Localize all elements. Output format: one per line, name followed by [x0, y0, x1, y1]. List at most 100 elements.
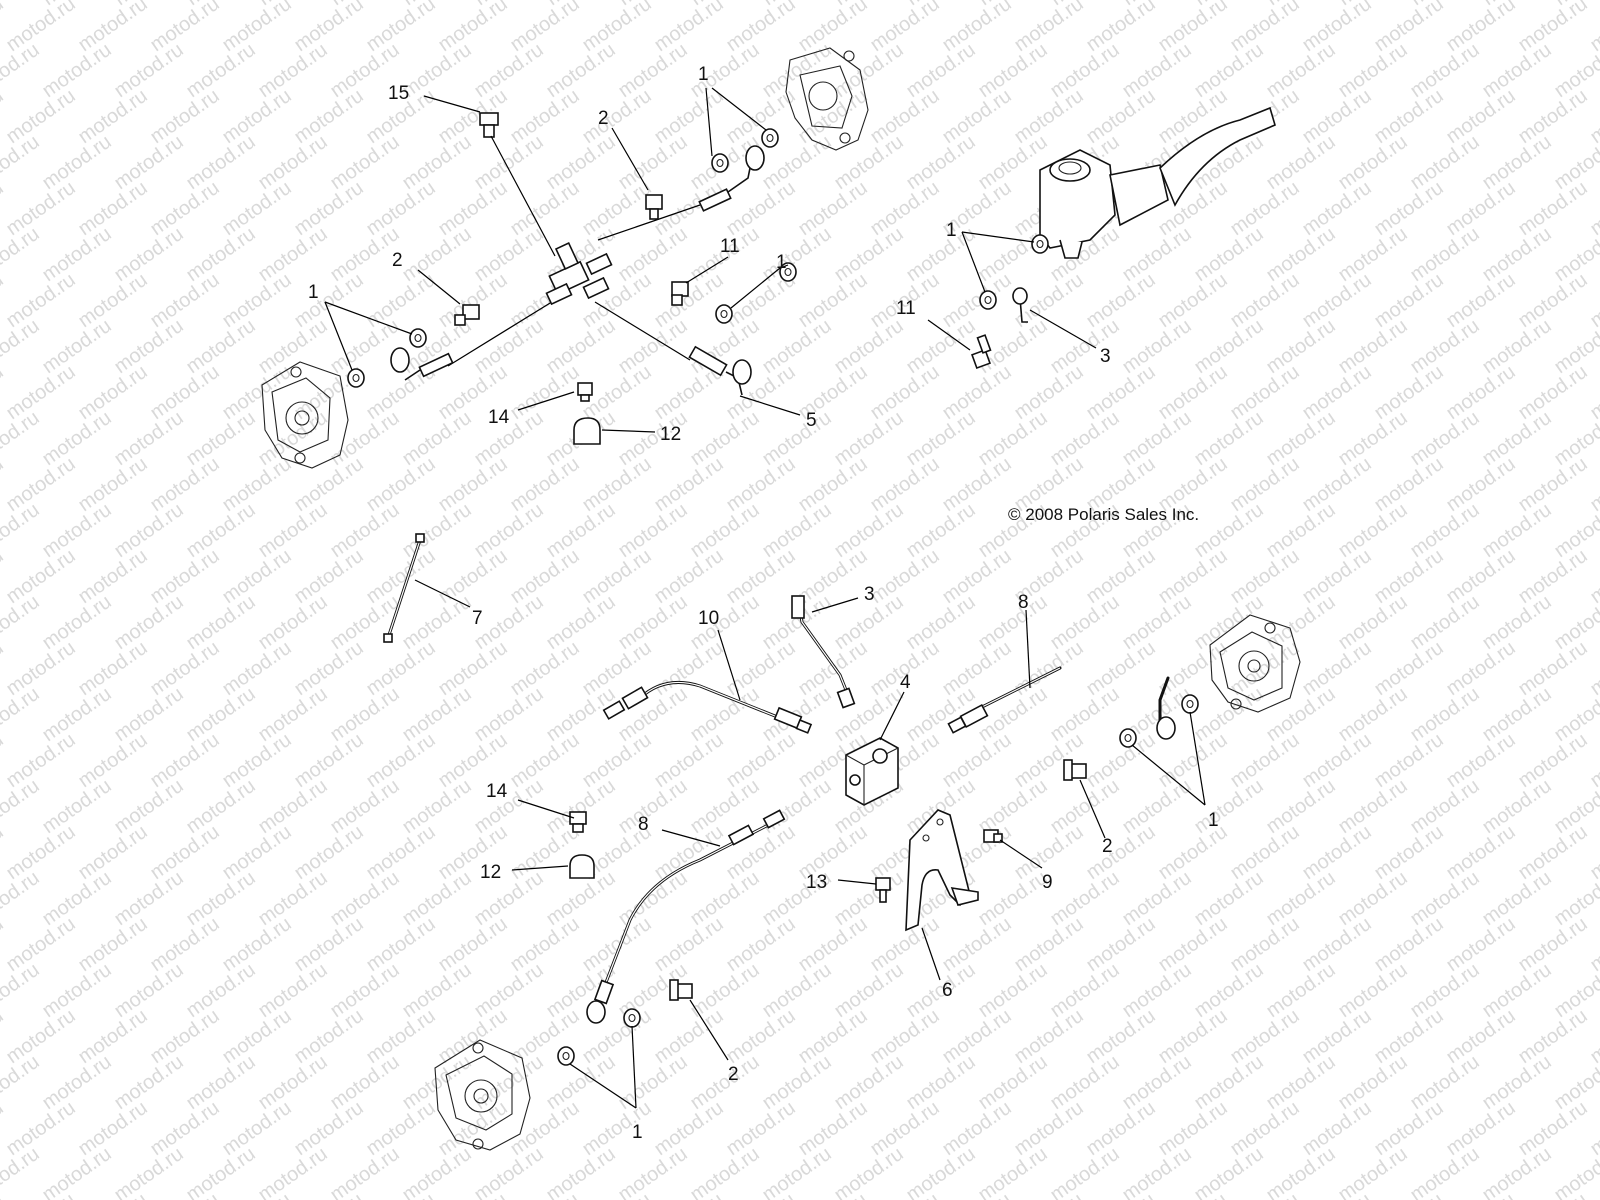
watermark-text: motod.ru [1586, 1097, 1600, 1160]
bracket-part-6 [905, 809, 979, 932]
callout-11: 11 [720, 236, 740, 257]
watermark-text: motod.ru [1154, 821, 1231, 884]
watermark-text: motod.ru [578, 0, 655, 56]
watermark-text: motod.ru [1082, 913, 1159, 976]
watermark-text: motod.ru [326, 131, 403, 194]
watermark-text: motod.ru [506, 729, 583, 792]
watermark-text: motod.ru [1442, 821, 1519, 884]
watermark-text: motod.ru [74, 1097, 151, 1160]
hose-right-caliper [1119, 676, 1199, 748]
watermark-text: motod.ru [1298, 913, 1375, 976]
watermark-text: motod.ru [74, 729, 151, 792]
watermark-text: motod.ru [218, 361, 295, 424]
watermark-text: motod.ru [0, 1143, 44, 1200]
watermark-text: motod.ru [794, 1097, 871, 1160]
watermark-text: motod.ru [758, 1051, 835, 1114]
watermark-text: motod.ru [1082, 1005, 1159, 1068]
watermark-text: motod.ru [146, 913, 223, 976]
watermark-text: motod.ru [1442, 545, 1519, 608]
brake-line-lower [594, 301, 691, 361]
watermark-text: motod.ru [362, 177, 439, 240]
watermark-text: motod.ru [74, 637, 151, 700]
watermark-text: motod.ru [1478, 683, 1555, 746]
watermark-text: motod.ru [254, 959, 331, 1022]
watermark-text: motod.ru [110, 775, 187, 838]
watermark-text: motod.ru [0, 683, 44, 746]
watermark-text: motod.ru [722, 913, 799, 976]
watermark-text: motod.ru [1118, 1051, 1195, 1114]
watermark-text: motod.ru [506, 85, 583, 148]
watermark-text: motod.ru [146, 177, 223, 240]
watermark-text: motod.ru [110, 223, 187, 286]
watermark-text: motod.ru [290, 85, 367, 148]
watermark-text: motod.ru [1406, 39, 1483, 102]
watermark-text: motod.ru [218, 0, 295, 56]
watermark-text: motod.ru [758, 775, 835, 838]
watermark-text: motod.ru [1190, 315, 1267, 378]
watermark-text: motod.ru [578, 453, 655, 516]
watermark-text: motod.ru [1442, 729, 1519, 792]
callout-7: 7 [472, 608, 483, 629]
watermark-text: motod.ru [0, 775, 44, 838]
watermark-text: motod.ru [0, 223, 44, 286]
watermark-text: motod.ru [578, 177, 655, 240]
watermark-text: motod.ru [1226, 0, 1303, 56]
watermark-text: motod.ru [1298, 545, 1375, 608]
watermark-text: motod.ru [0, 867, 44, 930]
watermark-text: motod.ru [38, 775, 115, 838]
watermark-text: motod.ru [1262, 407, 1339, 470]
watermark-text: motod.ru [1010, 1097, 1087, 1160]
watermark-text: motod.ru [38, 1143, 115, 1200]
watermark-text: motod.ru [758, 959, 835, 1022]
watermark-text: motod.ru [578, 913, 655, 976]
watermark-text: motod.ru [0, 913, 8, 976]
watermark-text: motod.ru [74, 913, 151, 976]
watermark-text: motod.ru [1118, 591, 1195, 654]
watermark-text: motod.ru [506, 637, 583, 700]
watermark-text: motod.ru [1118, 315, 1195, 378]
watermark-text: motod.ru [614, 683, 691, 746]
watermark-text: motod.ru [1190, 499, 1267, 562]
callout-2: 2 [598, 108, 609, 129]
watermark-text: motod.ru [218, 85, 295, 148]
watermark-text: motod.ru [0, 39, 44, 102]
watermark-text: motod.ru [0, 131, 44, 194]
watermark-text: motod.ru [938, 545, 1015, 608]
watermark-text: motod.ru [1406, 315, 1483, 378]
watermark-text: motod.ru [290, 0, 367, 56]
watermark-text: motod.ru [794, 0, 871, 56]
watermark-text: motod.ru [470, 39, 547, 102]
watermark-text: motod.ru [146, 545, 223, 608]
watermark-text: motod.ru [1010, 637, 1087, 700]
watermark-text: motod.ru [254, 39, 331, 102]
watermark-text: motod.ru [1406, 1051, 1483, 1114]
watermark-text: motod.ru [1190, 223, 1267, 286]
watermark-text: motod.ru [650, 913, 727, 976]
watermark-text: motod.ru [254, 867, 331, 930]
watermark-text: motod.ru [938, 269, 1015, 332]
watermark-text: motod.ru [326, 867, 403, 930]
watermark-text: motod.ru [758, 39, 835, 102]
watermark-text: motod.ru [362, 913, 439, 976]
watermark-text: motod.ru [1154, 361, 1231, 424]
watermark-text: motod.ru [686, 1143, 763, 1200]
watermark-text: motod.ru [650, 85, 727, 148]
watermark-text: motod.ru [1514, 821, 1591, 884]
watermark-text: motod.ru [362, 729, 439, 792]
junction-block [845, 737, 899, 806]
watermark-text: motod.ru [0, 177, 8, 240]
watermark-text: motod.ru [182, 775, 259, 838]
watermark-text: motod.ru [974, 39, 1051, 102]
watermark-text: motod.ru [1370, 85, 1447, 148]
watermark-text: motod.ru [686, 407, 763, 470]
watermark-text: motod.ru [2, 361, 79, 424]
watermark-text: motod.ru [326, 775, 403, 838]
master-cylinder [1039, 106, 1276, 259]
washers-upper [347, 128, 1049, 388]
watermark-text: motod.ru [722, 545, 799, 608]
watermark-text: motod.ru [830, 867, 907, 930]
front-brake-assembly [261, 47, 1276, 469]
watermark-text: motod.ru [470, 223, 547, 286]
watermark-text: motod.ru [1082, 821, 1159, 884]
watermark-text: motod.ru [434, 85, 511, 148]
